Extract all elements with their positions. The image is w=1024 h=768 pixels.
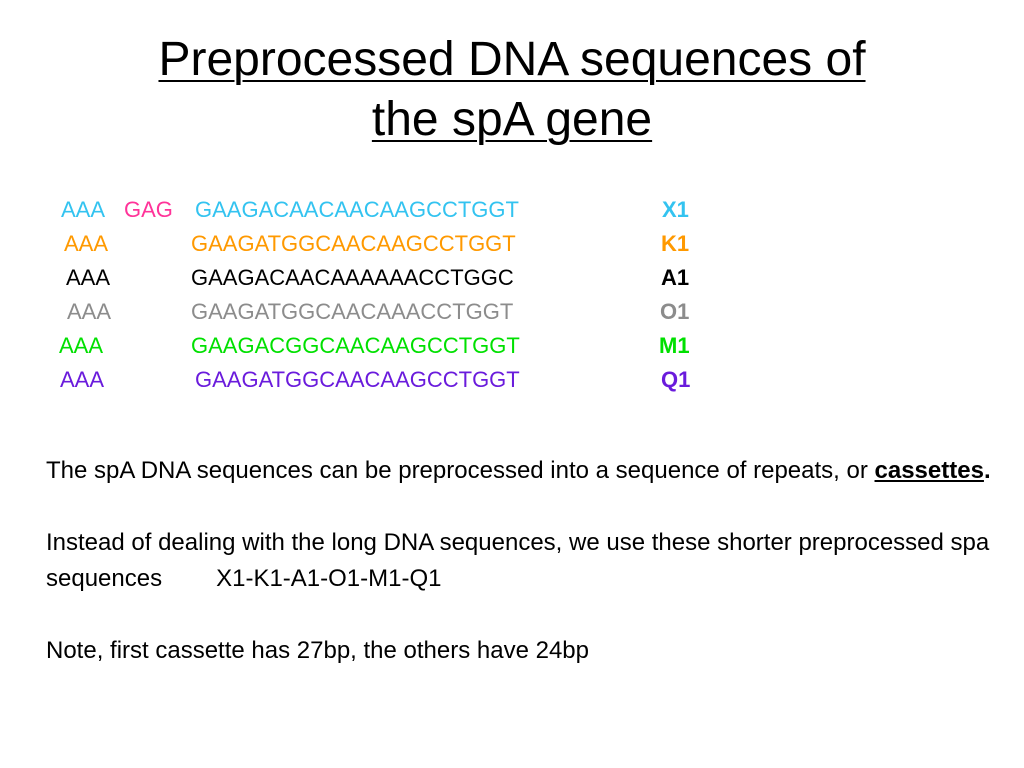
slide-title: Preprocessed DNA sequences of the spA ge… [40, 30, 984, 150]
emphasis-cassettes: cassettes [874, 457, 984, 484]
sequence-prefix: AAA [66, 265, 111, 290]
sequence-row-m1: AAA GAAGACGGCAACAAGCCTGGT M1 [0, 329, 1024, 363]
sequence-row-x1: AAA GAG GAAGACAACAACAAGCCTGGT X1 [0, 193, 1024, 227]
sequence-code: K1 [661, 231, 690, 256]
sequence-row-o1: AAA GAAGATGGCAACAAACCTGGT O1 [0, 295, 1024, 329]
title-line-1: Preprocessed DNA sequences of [158, 33, 866, 86]
sequence-bases: GAAGACGGCAACAAGCCTGGT [191, 333, 520, 358]
spa-type-sequence: X1-K1-A1-O1-M1-Q1 [216, 565, 442, 592]
sequence-row-k1: AAA GAAGATGGCAACAAGCCTGGT K1 [0, 227, 1024, 261]
sequence-code: Q1 [661, 367, 691, 392]
paragraph-text: The spA DNA sequences can be preprocesse… [46, 457, 875, 484]
sequence-row-q1: AAA GAAGATGGCAACAAGCCTGGT Q1 [0, 363, 1024, 397]
sequence-code: O1 [660, 299, 690, 324]
sequence-bases: GAAGACAACAAAAAACCTGGC [191, 265, 514, 290]
sequence-bases: GAAGATGGCAACAAGCCTGGT [195, 367, 520, 392]
paragraph-text: Instead of dealing with the long DNA seq… [46, 529, 990, 592]
sequence-row-a1: AAA GAAGACAACAAAAAACCTGGC A1 [0, 261, 1024, 295]
paragraph-spa-sequences: Instead of dealing with the long DNA seq… [46, 525, 996, 597]
sequence-prefix: AAA [59, 333, 104, 358]
sequence-code: A1 [661, 265, 690, 290]
paragraph-text: Note, first cassette has 27bp, the other… [46, 637, 589, 664]
sequence-table: AAA GAG GAAGACAACAACAAGCCTGGT X1 AAA GAA… [0, 193, 1024, 397]
paragraph-note: Note, first cassette has 27bp, the other… [46, 633, 996, 669]
title-line-2: the spA gene [371, 93, 653, 146]
paragraph-cassettes: The spA DNA sequences can be preprocesse… [46, 453, 996, 489]
slide-body: The spA DNA sequences can be preprocesse… [46, 453, 996, 669]
sequence-bases: GAAGATGGCAACAAACCTGGT [191, 299, 514, 324]
sequence-prefix: AAA [67, 299, 112, 324]
sequence-bases: GAAGATGGCAACAAGCCTGGT [191, 231, 516, 256]
sequence-prefix: AAA [60, 367, 105, 392]
sequence-insert: GAG [124, 197, 173, 222]
paragraph-period: . [983, 457, 991, 484]
sequence-prefix: AAA [64, 231, 109, 256]
sequence-bases: GAAGACAACAACAAGCCTGGT [195, 197, 519, 222]
sequence-code: X1 [662, 197, 689, 222]
sequence-code: M1 [659, 333, 690, 358]
sequence-prefix: AAA [61, 197, 106, 222]
